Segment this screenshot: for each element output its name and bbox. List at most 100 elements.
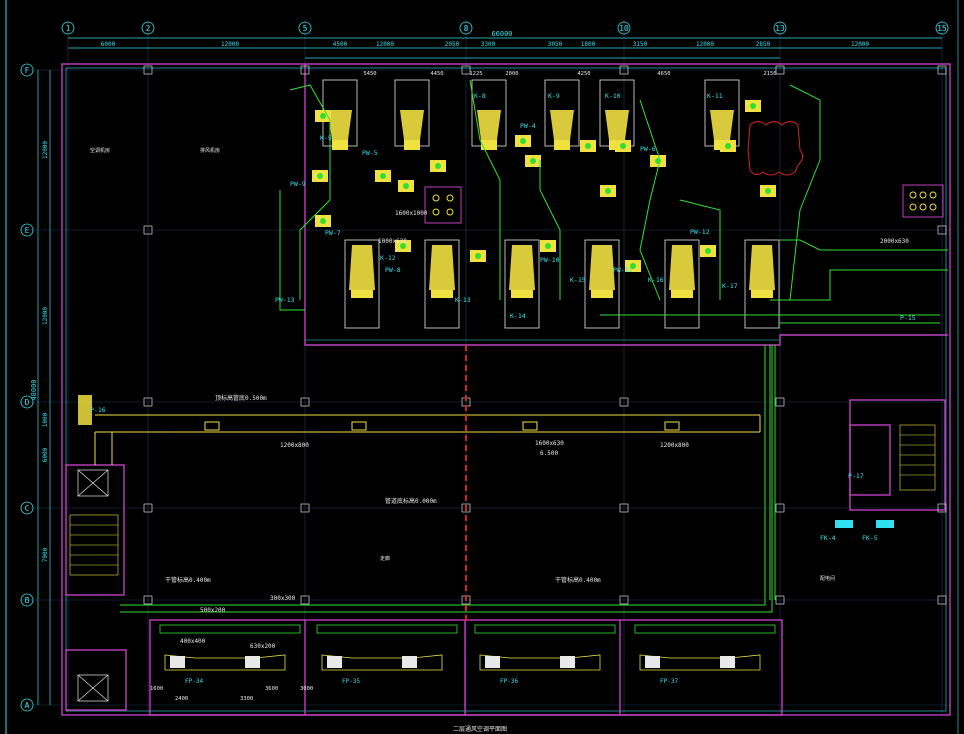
- axis-bubble-top: 8: [464, 24, 469, 33]
- equipment-label: PW-9: [290, 180, 306, 188]
- equipment-label: PW-5: [362, 149, 378, 157]
- top-dim-sub-segment: 4650: [657, 71, 670, 77]
- top-dim-segment: 12000: [696, 41, 714, 48]
- axis-bubbles-left: F E D C B A: [20, 63, 34, 712]
- top-dim-sub-segment: 1225: [469, 71, 482, 77]
- equipment-label: K-15: [570, 276, 586, 284]
- drawing-title: 二层通风空调平面图: [453, 725, 507, 733]
- equipment-label: K-5: [320, 134, 332, 142]
- equipment-label: K-11: [707, 92, 723, 100]
- exhaust-ducts: [120, 79, 948, 613]
- axis-bubble-left: A: [25, 701, 30, 710]
- top-dim-segment: 1800: [581, 41, 596, 48]
- fk-label: FK-5: [862, 534, 878, 542]
- left-dim-segment: 12000: [42, 141, 49, 159]
- top-dim-sub-segment: 2150: [763, 71, 776, 77]
- duct-size-label: 300x300: [270, 595, 296, 602]
- fcu-label: FP-35: [342, 678, 360, 685]
- top-dim-segment: 2850: [756, 41, 771, 48]
- duct-size-label: 400x400: [180, 638, 206, 645]
- left-dim-segment: 12000: [42, 307, 49, 325]
- bottom-dim: 1600: [150, 686, 163, 692]
- equipment-label: K-13: [455, 296, 471, 304]
- equipment-label: PW-6: [640, 145, 656, 153]
- structural-columns: [143, 65, 947, 605]
- air-handling-units: [312, 79, 780, 329]
- fcu-label: FP-34: [185, 678, 203, 685]
- top-dim-segment: 2050: [445, 41, 460, 48]
- top-dimension-chain: [68, 37, 942, 59]
- supply-air-main: [94, 414, 761, 465]
- equipment-label: PW-13: [275, 296, 295, 304]
- top-dim-segment: 12000: [851, 41, 869, 48]
- left-dimension-labels: 12000 12000 1000 6000 7000: [42, 141, 49, 563]
- duct-size-label: 1600x1000: [395, 210, 428, 217]
- fk-label: FK-4: [820, 534, 836, 542]
- equipment-label: K-8: [474, 92, 486, 100]
- elevator-shafts: [77, 469, 109, 702]
- supply-fan-p16: [78, 395, 92, 425]
- left-dim-total: 48000: [30, 379, 38, 400]
- top-dim-segment: 3150: [633, 41, 648, 48]
- bottom-dim: 3600: [265, 686, 278, 692]
- filter-boxes: [424, 184, 944, 224]
- duct-size-label: 1200x800: [280, 442, 309, 449]
- top-dim-sub-segment: 4450: [430, 71, 443, 77]
- equipment-label: K-17: [722, 282, 738, 290]
- room-label: 走廊: [380, 555, 390, 562]
- axis-bubble-left: B: [25, 596, 30, 605]
- equipment-label: PW-11: [613, 266, 633, 274]
- top-dimension-labels: 6000 12000 4500 12000 2050 3300 3050 1800 3150 12…: [101, 41, 870, 77]
- equipment-label: PW-7: [325, 229, 341, 237]
- equipment-label: K-16: [648, 276, 664, 284]
- axis-bubble-top: 5: [303, 24, 308, 33]
- top-dim-sub-segment: 2000: [505, 71, 518, 77]
- bottom-dim: 3000: [300, 686, 313, 692]
- bottom-dim: 3300: [240, 696, 253, 702]
- fcu-label: FP-37: [660, 678, 678, 685]
- top-dim-segment: 12000: [376, 41, 394, 48]
- axis-bubble-left: F: [25, 66, 30, 75]
- top-dim-sub-segment: 4250: [577, 71, 590, 77]
- equipment-label: P-16: [90, 406, 106, 414]
- top-dim-segment: 4500: [333, 41, 348, 48]
- equipment-label: P-15: [900, 314, 916, 322]
- left-dim-segment: 1000: [42, 412, 49, 427]
- axis-bubble-left: E: [25, 226, 30, 235]
- axis-bubble-left: D: [25, 398, 30, 407]
- left-dimension-chain: [37, 70, 51, 705]
- equipment-label: K-14: [510, 312, 526, 320]
- duct-size-label: 1200x800: [660, 442, 689, 449]
- top-dim-segment: 12000: [221, 41, 239, 48]
- axis-bubble-top: 15: [937, 24, 947, 33]
- axis-bubble-top: 13: [775, 24, 785, 33]
- top-dim-total: 66000: [491, 30, 512, 38]
- elevation-label: 顶标高管底0.500m: [215, 394, 267, 402]
- room-label: 空调机房: [90, 147, 110, 154]
- axis-bubble-top: 2: [146, 24, 151, 33]
- equipment-label: PW-4: [520, 122, 536, 130]
- equipment-label: PW-8: [385, 266, 401, 274]
- equipment-label: K-12: [380, 254, 396, 262]
- axis-grid: [20, 20, 950, 715]
- left-dim-segment: 7000: [42, 547, 49, 562]
- duct-size-label: 1000x630: [378, 238, 407, 245]
- top-dim-segment: 3050: [548, 41, 563, 48]
- revision-cloud: [747, 121, 804, 176]
- axis-bubble-left: C: [25, 504, 30, 513]
- duct-size-label: 2000x630: [880, 238, 909, 245]
- top-dim-segment: 6000: [101, 41, 116, 48]
- duct-size-label: 630x200: [250, 643, 276, 650]
- elevation-label: 干管标高0.400m: [555, 576, 601, 584]
- duct-size-label: 500x200: [200, 607, 226, 614]
- top-dim-segment: 3300: [481, 41, 496, 48]
- left-dim-segment: 6000: [42, 447, 49, 462]
- axis-bubble-top: 1: [66, 24, 71, 33]
- bottom-dim: 2400: [175, 696, 188, 702]
- stairs: [69, 424, 936, 576]
- equipment-label: P-17: [848, 472, 864, 480]
